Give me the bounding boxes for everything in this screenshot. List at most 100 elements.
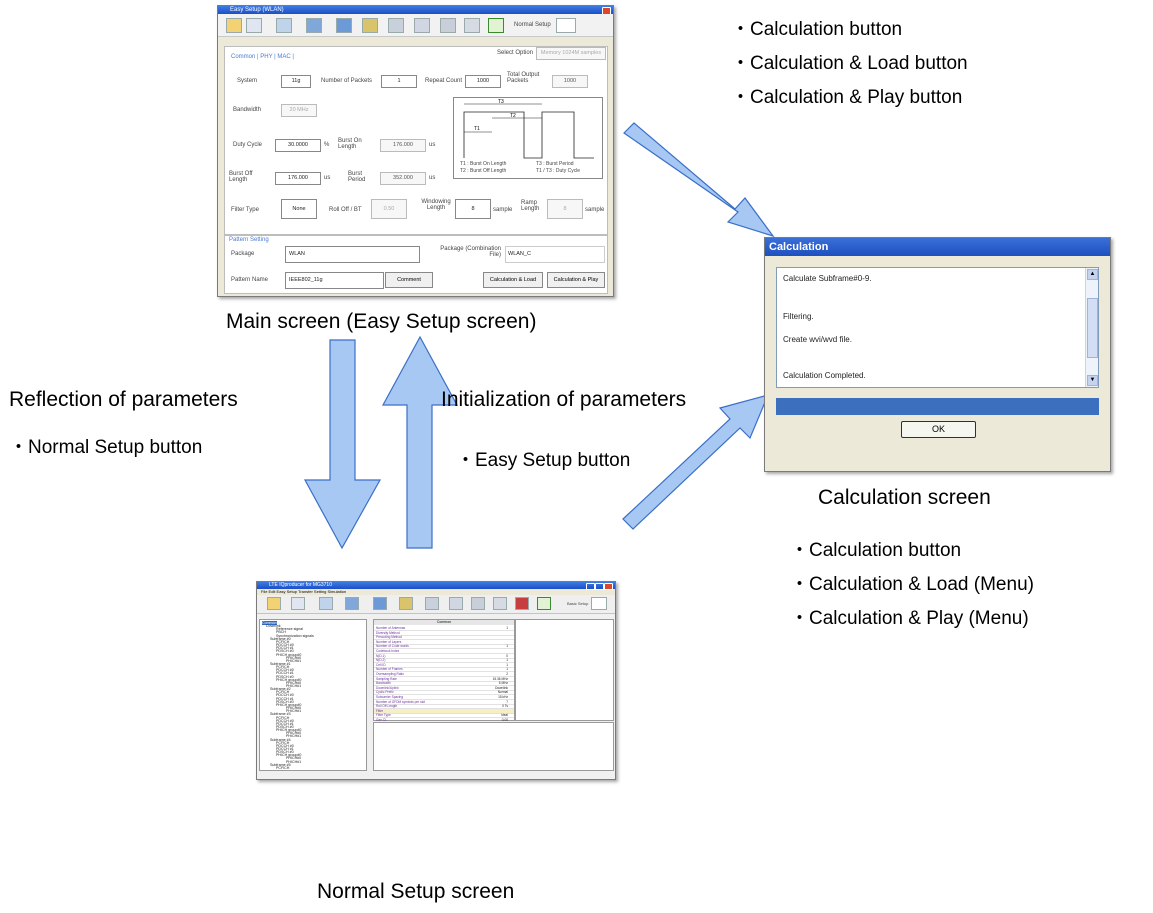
combination-field[interactable]: WLAN_C bbox=[505, 246, 605, 263]
tree-item[interactable]: PDCCH #1 bbox=[276, 696, 294, 701]
save-icon[interactable] bbox=[291, 597, 305, 610]
tree-item[interactable]: PHICH#1 bbox=[286, 759, 302, 764]
tree-item[interactable]: PHICH#0 bbox=[286, 706, 302, 711]
filter-field[interactable]: None bbox=[281, 199, 317, 219]
tree-item[interactable]: PHICH group#0 bbox=[276, 652, 302, 657]
tree-item[interactable]: PHICH group#0 bbox=[276, 702, 302, 707]
calc-icon[interactable] bbox=[373, 597, 387, 610]
table-row[interactable]: N(D,1)0 bbox=[374, 654, 514, 659]
tree-item[interactable]: Subframe #1 bbox=[270, 661, 291, 666]
tree-item[interactable]: Common bbox=[262, 621, 277, 625]
calc-play-button[interactable]: Calculation & Play bbox=[547, 272, 605, 288]
spectrum-icon[interactable] bbox=[471, 597, 485, 610]
package-field[interactable]: WLAN bbox=[285, 246, 420, 263]
basic-setup-button[interactable] bbox=[591, 597, 607, 610]
tree-item[interactable]: PCFICH bbox=[276, 665, 290, 670]
tree-item[interactable]: PDCCH #0 bbox=[276, 718, 294, 723]
tree-item[interactable]: Subframe #0 bbox=[270, 636, 291, 641]
tree-item[interactable]: PDSCH #0 bbox=[276, 649, 294, 654]
open-icon[interactable] bbox=[226, 18, 242, 33]
tree-item[interactable]: PHICH#1 bbox=[286, 734, 302, 739]
tree-item[interactable]: PDCCH #1 bbox=[276, 646, 294, 651]
repeat-field[interactable]: 1000 bbox=[465, 75, 501, 88]
duty-field[interactable]: 30.0000 bbox=[275, 139, 321, 152]
tree-item[interactable]: PDCCH #1 bbox=[276, 671, 294, 676]
table-icon[interactable] bbox=[493, 597, 507, 610]
tree-item[interactable]: PCFICH bbox=[276, 765, 290, 770]
tree-item[interactable]: Synchronization signals bbox=[276, 633, 314, 638]
monitor-icon[interactable] bbox=[345, 597, 359, 610]
tree-item[interactable]: PDCCH #0 bbox=[276, 693, 294, 698]
tree-item[interactable]: PHICH group#0 bbox=[276, 753, 302, 758]
table-row[interactable]: Number of Layers bbox=[374, 640, 514, 645]
save-icon[interactable] bbox=[246, 18, 262, 33]
scroll-down-icon[interactable]: ▼ bbox=[1087, 375, 1098, 386]
bandwidth-field[interactable]: 20 MHz bbox=[281, 104, 317, 117]
calc-load-button[interactable]: Calculation & Load bbox=[483, 272, 543, 288]
tree-item[interactable]: PDCCH #0 bbox=[276, 668, 294, 673]
menu-bar[interactable]: File Edit Easy Setup Transfer Setting Si… bbox=[257, 589, 615, 595]
table-row[interactable]: Codebook Index bbox=[374, 649, 514, 654]
chart-icon[interactable] bbox=[319, 597, 333, 610]
memory-button[interactable]: Memory 1024M samples bbox=[536, 47, 606, 60]
max-button[interactable] bbox=[595, 583, 604, 590]
bar-chart-icon[interactable] bbox=[449, 597, 463, 610]
monitor-icon[interactable] bbox=[306, 18, 322, 33]
calc-load-icon[interactable] bbox=[399, 597, 413, 610]
tree-item[interactable]: PHICH#0 bbox=[286, 680, 302, 685]
calc-load-icon[interactable] bbox=[362, 18, 378, 33]
comment-button[interactable]: Comment bbox=[385, 272, 433, 288]
tree-item[interactable]: PCFICH bbox=[276, 740, 290, 745]
table-row[interactable]: Filter bbox=[374, 708, 514, 714]
green-icon[interactable] bbox=[537, 597, 551, 610]
scroll-thumb[interactable] bbox=[1087, 298, 1098, 358]
open-icon[interactable] bbox=[267, 597, 281, 610]
tree-item[interactable]: PDCCH #1 bbox=[276, 721, 294, 726]
tree-item[interactable]: PDCCH #1 bbox=[276, 747, 294, 751]
tree-item[interactable]: PHICH#0 bbox=[286, 655, 302, 660]
system-field[interactable]: 11g bbox=[281, 75, 311, 88]
tree-item[interactable]: PDSCH #0 bbox=[276, 724, 294, 729]
tree-item[interactable]: PDCCH #0 bbox=[276, 743, 294, 748]
table-row[interactable]: Precoding Method bbox=[374, 635, 514, 641]
tree-item[interactable]: Subframe #5 bbox=[270, 762, 291, 767]
chart-icon[interactable] bbox=[276, 18, 292, 33]
ok-button[interactable]: OK bbox=[901, 421, 976, 438]
scroll-up-icon[interactable]: ▲ bbox=[1087, 269, 1098, 280]
tab-links[interactable]: Common | PHY | MAC | bbox=[231, 54, 294, 60]
windowing-field[interactable]: 8 bbox=[455, 199, 491, 219]
tree-item[interactable]: PDCCH #0 bbox=[276, 643, 294, 648]
red-icon[interactable] bbox=[515, 597, 529, 610]
packets-field[interactable]: 1 bbox=[381, 75, 417, 88]
tree-item[interactable]: Subframe #2 bbox=[270, 687, 291, 692]
tree-item[interactable]: PHICH#0 bbox=[286, 756, 302, 761]
tree-item[interactable]: Reference signal bbox=[276, 627, 303, 632]
tree-item[interactable]: PCFICH bbox=[276, 690, 290, 695]
normal-setup-button[interactable] bbox=[556, 18, 576, 33]
tree-item[interactable]: PCFICH bbox=[276, 639, 290, 644]
spectrum-icon[interactable] bbox=[440, 18, 456, 33]
tree-item[interactable]: PDSCH #0 bbox=[276, 699, 294, 704]
tree-item[interactable]: PHICH#1 bbox=[286, 709, 302, 714]
close-button[interactable] bbox=[604, 583, 613, 590]
log-scrollbar[interactable]: ▲ ▼ bbox=[1085, 268, 1098, 387]
tree-item[interactable]: PCFICH bbox=[276, 715, 290, 720]
tree-item[interactable]: PBCH bbox=[276, 630, 286, 635]
green-icon[interactable] bbox=[488, 18, 504, 33]
tree-item[interactable]: PDSCH #0 bbox=[276, 750, 294, 755]
table-row[interactable]: N(D,2)1 bbox=[374, 658, 514, 664]
tree-item[interactable]: Subframe #3 bbox=[270, 712, 291, 717]
